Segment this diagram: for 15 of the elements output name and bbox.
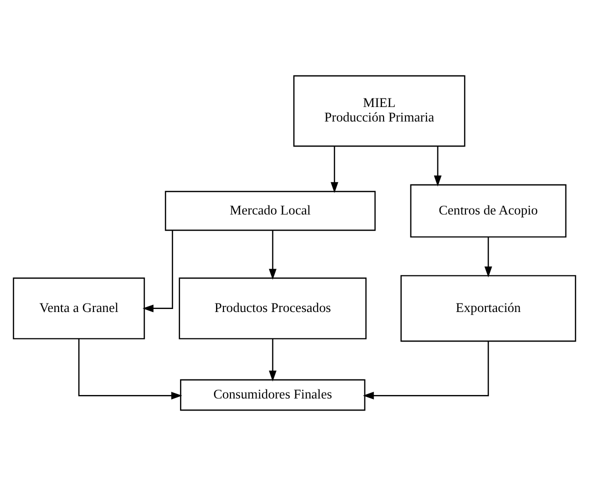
node-box: MIEL Producción Primaria (293, 74, 466, 146)
node-box: Venta a Granel (12, 277, 145, 339)
arrow (484, 236, 492, 277)
arrow (362, 340, 489, 399)
node-box: Exportación (400, 274, 576, 342)
arrow (330, 146, 338, 193)
node-box: Consumidores Finales (180, 378, 366, 410)
arrow (434, 146, 442, 186)
arrow (268, 230, 277, 280)
node-box: Mercado Local (164, 190, 376, 230)
arrow (268, 338, 277, 382)
node-box: Centros de Acopio (410, 184, 566, 238)
arrow (78, 338, 182, 399)
arrow (142, 230, 174, 312)
node-box: Productos Procesados (178, 277, 367, 339)
